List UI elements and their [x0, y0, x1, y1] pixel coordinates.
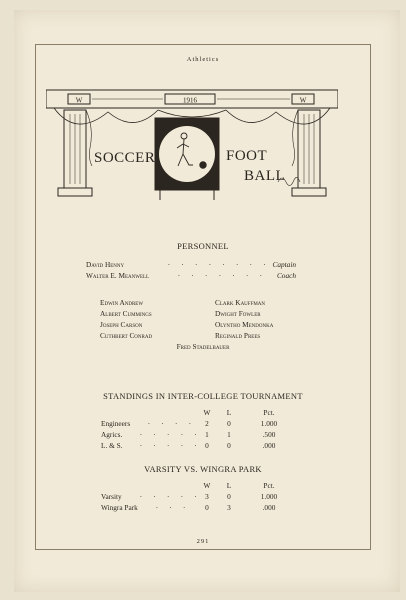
player-name: Edwin Andrew [100, 298, 144, 307]
player-name: Clark Kauffman [215, 298, 266, 307]
varsity-l: 3 [227, 503, 231, 512]
soccer-ball [199, 161, 207, 169]
varsity-dots: . . . [156, 501, 191, 510]
standings-pct: .000 [262, 441, 276, 450]
running-head: Athletics [186, 56, 220, 63]
artist-signature [277, 177, 301, 186]
player-name: Dwight Fowler [215, 309, 261, 318]
standings-l: 0 [227, 419, 231, 428]
banner-center-box [164, 93, 216, 105]
column-left-base [57, 187, 93, 197]
varsity-col-w: W [203, 481, 211, 490]
leader-dots: . . . . . . . . [168, 258, 271, 267]
leader-dots: . . . . . . . [178, 269, 267, 278]
standings-team: Engineers [101, 419, 131, 428]
banner-left-text: W [76, 97, 83, 105]
player-name: Olyntho Mendonka [215, 320, 274, 329]
varsity-heading: VARSITY VS. WINGRA PARK [144, 464, 262, 474]
leader-role: Captain [272, 260, 296, 269]
varsity-l: 0 [227, 492, 231, 501]
varsity-col-pct: Pct. [263, 481, 275, 490]
varsity-pct: 1.000 [260, 492, 278, 501]
standings-dots: . . . . [148, 417, 196, 426]
leader-name: Walter E. Meanwell [86, 271, 150, 280]
soccer-illustration: W 1916 W SOCCER FOOT BALL [46, 89, 338, 200]
title-word-foot: FOOT [226, 148, 267, 164]
standings-w: 0 [205, 441, 209, 450]
column-right-base [291, 187, 327, 197]
varsity-team: Varsity [101, 492, 122, 501]
personnel-heading: PERSONNEL [177, 241, 229, 251]
banner-left-box [67, 93, 91, 105]
curtain-swag-left [53, 107, 159, 125]
standings-dots: . . . . . [140, 428, 202, 437]
title-word-soccer: SOCCER [94, 150, 155, 166]
varsity-w: 0 [205, 503, 209, 512]
standings-col-pct: Pct. [263, 408, 275, 417]
banner-right-box [291, 93, 315, 105]
varsity-dots: . . . . . [140, 490, 202, 499]
standings-pct: .500 [262, 430, 276, 439]
banner-year-text: 1916 [183, 97, 198, 105]
standings-w: 1 [205, 430, 209, 439]
player-name: Joseph Carson [100, 320, 143, 329]
varsity-col-l: L [226, 481, 232, 490]
page-border [35, 44, 371, 550]
player-name: Reginald Prees [215, 331, 261, 340]
standings-heading: STANDINGS IN INTER-COLLEGE TOURNAMENT [103, 391, 303, 401]
player-name: Cuthbert Conrad [100, 331, 153, 340]
curtain-swag-right [225, 107, 331, 125]
standings-team: Agrics. [101, 430, 123, 439]
banner-right-text: W [300, 97, 307, 105]
leader-name: David Henny [86, 260, 125, 269]
player-figure [176, 138, 193, 167]
standings-col-w: W [203, 408, 211, 417]
standings-pct: 1.000 [260, 419, 278, 428]
varsity-pct: .000 [262, 503, 276, 512]
varsity-team: Wingra Park [101, 503, 138, 512]
player-name-center: Fred Stadelbauer [176, 342, 230, 351]
leader-role: Coach [276, 271, 296, 280]
page-number: 291 [196, 538, 210, 545]
player-name: Albert Cummings [100, 309, 152, 318]
standings-l: 1 [227, 430, 231, 439]
standings-l: 0 [227, 441, 231, 450]
title-word-ball: BALL [244, 168, 285, 184]
standings-col-l: L [226, 408, 232, 417]
standings-team: L. & S. [101, 441, 123, 450]
standings-w: 2 [205, 419, 209, 428]
standings-dots: . . . . . [140, 439, 202, 448]
varsity-w: 3 [205, 492, 209, 501]
